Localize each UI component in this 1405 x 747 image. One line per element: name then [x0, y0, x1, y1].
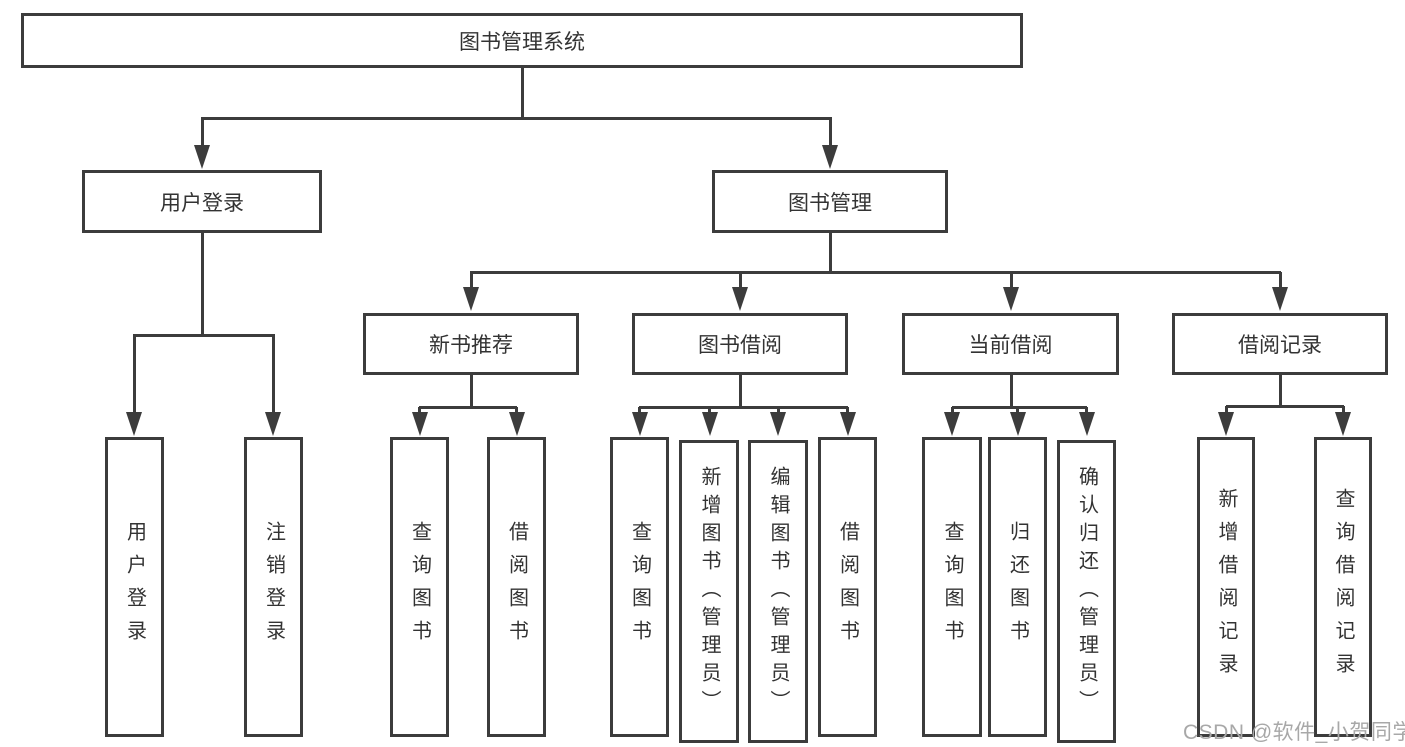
leaf-add-book-admin-label: 新增图书（管理员） — [698, 465, 720, 718]
node-user-login: 用户登录 — [82, 170, 322, 233]
connector-line — [638, 407, 641, 414]
node-new-book-recommend: 新书推荐 — [363, 313, 579, 375]
connector-line — [469, 272, 473, 289]
leaf-borrow-books-label: 借阅图书 — [836, 521, 859, 653]
leaf-query-books-borrow-label: 查询图书 — [628, 521, 651, 653]
node-book-borrow: 图书借阅 — [632, 313, 848, 375]
leaf-borrow-books-recommend-label: 借阅图书 — [505, 521, 528, 653]
node-book-borrow-label: 图书借阅 — [698, 334, 782, 357]
leaf-edit-book-admin-label: 编辑图书（管理员） — [767, 465, 789, 718]
connector-line — [1016, 407, 1019, 414]
arrow-down-icon — [1003, 287, 1019, 311]
leaf-user-login: 用户登录 — [105, 437, 164, 737]
connector-line — [952, 405, 1087, 409]
arrow-down-icon — [770, 412, 786, 436]
arrow-down-icon — [701, 412, 718, 436]
arrow-down-icon — [1009, 412, 1026, 436]
arrow-down-icon — [822, 145, 838, 169]
connector-line — [1009, 272, 1013, 289]
node-current-borrow: 当前借阅 — [902, 313, 1119, 375]
leaf-edit-book-admin: 编辑图书（管理员） — [748, 440, 808, 743]
arrow-down-icon — [265, 412, 281, 436]
leaf-query-borrow-record-label: 查询借阅记录 — [1332, 488, 1354, 686]
leaf-query-books-borrow: 查询图书 — [610, 437, 669, 737]
arrow-down-icon — [1272, 287, 1288, 311]
connector-line — [1278, 272, 1282, 289]
connector-line — [776, 407, 780, 414]
node-root-label: 图书管理系统 — [459, 30, 585, 54]
connector-line — [200, 118, 204, 147]
connector-line — [828, 118, 832, 147]
arrow-down-icon — [1335, 412, 1351, 436]
connector-line — [470, 270, 1281, 274]
watermark: CSDN @软件_小贺同学 — [1183, 721, 1405, 744]
connector-line — [200, 117, 832, 120]
leaf-confirm-return-admin: 确认归还（管理员） — [1057, 440, 1116, 743]
connector-line — [738, 272, 742, 289]
leaf-borrow-books-recommend: 借阅图书 — [487, 437, 546, 737]
connector-line — [520, 68, 524, 119]
leaf-return-book-label: 归还图书 — [1006, 521, 1029, 653]
arrow-down-icon — [508, 412, 525, 436]
connector-line — [1085, 407, 1088, 414]
connector-line — [950, 407, 954, 414]
arrow-down-icon — [839, 412, 856, 436]
leaf-add-borrow-record-label: 新增借阅记录 — [1215, 488, 1237, 686]
arrow-down-icon — [411, 412, 428, 436]
node-current-borrow-label: 当前借阅 — [968, 334, 1053, 357]
node-borrow-records-label: 借阅记录 — [1238, 334, 1322, 357]
leaf-query-borrow-record: 查询借阅记录 — [1314, 437, 1372, 737]
arrow-down-icon — [463, 287, 479, 311]
connector-line — [639, 405, 848, 409]
leaf-borrow-books: 借阅图书 — [818, 437, 877, 737]
arrow-down-icon — [631, 412, 648, 436]
connector-line — [133, 333, 275, 337]
arrow-down-icon — [1078, 412, 1095, 436]
arrow-down-icon — [732, 287, 748, 311]
leaf-user-login-label: 用户登录 — [123, 521, 146, 653]
arrow-down-icon — [194, 145, 210, 169]
node-book-management: 图书管理 — [712, 170, 948, 233]
connector-line — [469, 375, 473, 408]
leaf-logout: 注销登录 — [244, 437, 303, 737]
connector-line — [846, 407, 849, 414]
connector-line — [419, 405, 517, 409]
leaf-confirm-return-admin-label: 确认归还（管理员） — [1075, 465, 1098, 718]
connector-line — [515, 407, 518, 414]
connector-line — [1278, 375, 1282, 407]
connector-line — [271, 335, 275, 414]
connector-line — [708, 407, 711, 414]
node-root: 图书管理系统 — [21, 13, 1023, 68]
arrow-down-icon — [126, 412, 142, 436]
leaf-query-books-current-label: 查询图书 — [941, 521, 963, 653]
connector-line — [418, 407, 421, 414]
connector-line — [1224, 406, 1228, 414]
leaf-query-books-current: 查询图书 — [922, 437, 982, 737]
leaf-query-books-recommend: 查询图书 — [390, 437, 449, 737]
connector-line — [200, 233, 204, 336]
arrow-down-icon — [944, 412, 960, 436]
leaf-logout-label: 注销登录 — [262, 521, 285, 653]
connector-line — [1226, 404, 1344, 408]
leaf-return-book: 归还图书 — [988, 437, 1047, 737]
arrow-down-icon — [1218, 412, 1234, 436]
connector-line — [1009, 375, 1013, 408]
connector-line — [738, 375, 742, 408]
connector-line — [132, 335, 136, 414]
leaf-add-borrow-record: 新增借阅记录 — [1197, 437, 1255, 737]
node-borrow-records: 借阅记录 — [1172, 313, 1388, 375]
connector-line — [828, 233, 832, 273]
connector-line — [1341, 406, 1345, 414]
node-new-book-recommend-label: 新书推荐 — [429, 334, 513, 357]
node-user-login-label: 用户登录 — [160, 191, 244, 215]
node-book-management-label: 图书管理 — [788, 191, 872, 215]
leaf-query-books-recommend-label: 查询图书 — [408, 521, 431, 653]
leaf-add-book-admin: 新增图书（管理员） — [679, 440, 739, 743]
